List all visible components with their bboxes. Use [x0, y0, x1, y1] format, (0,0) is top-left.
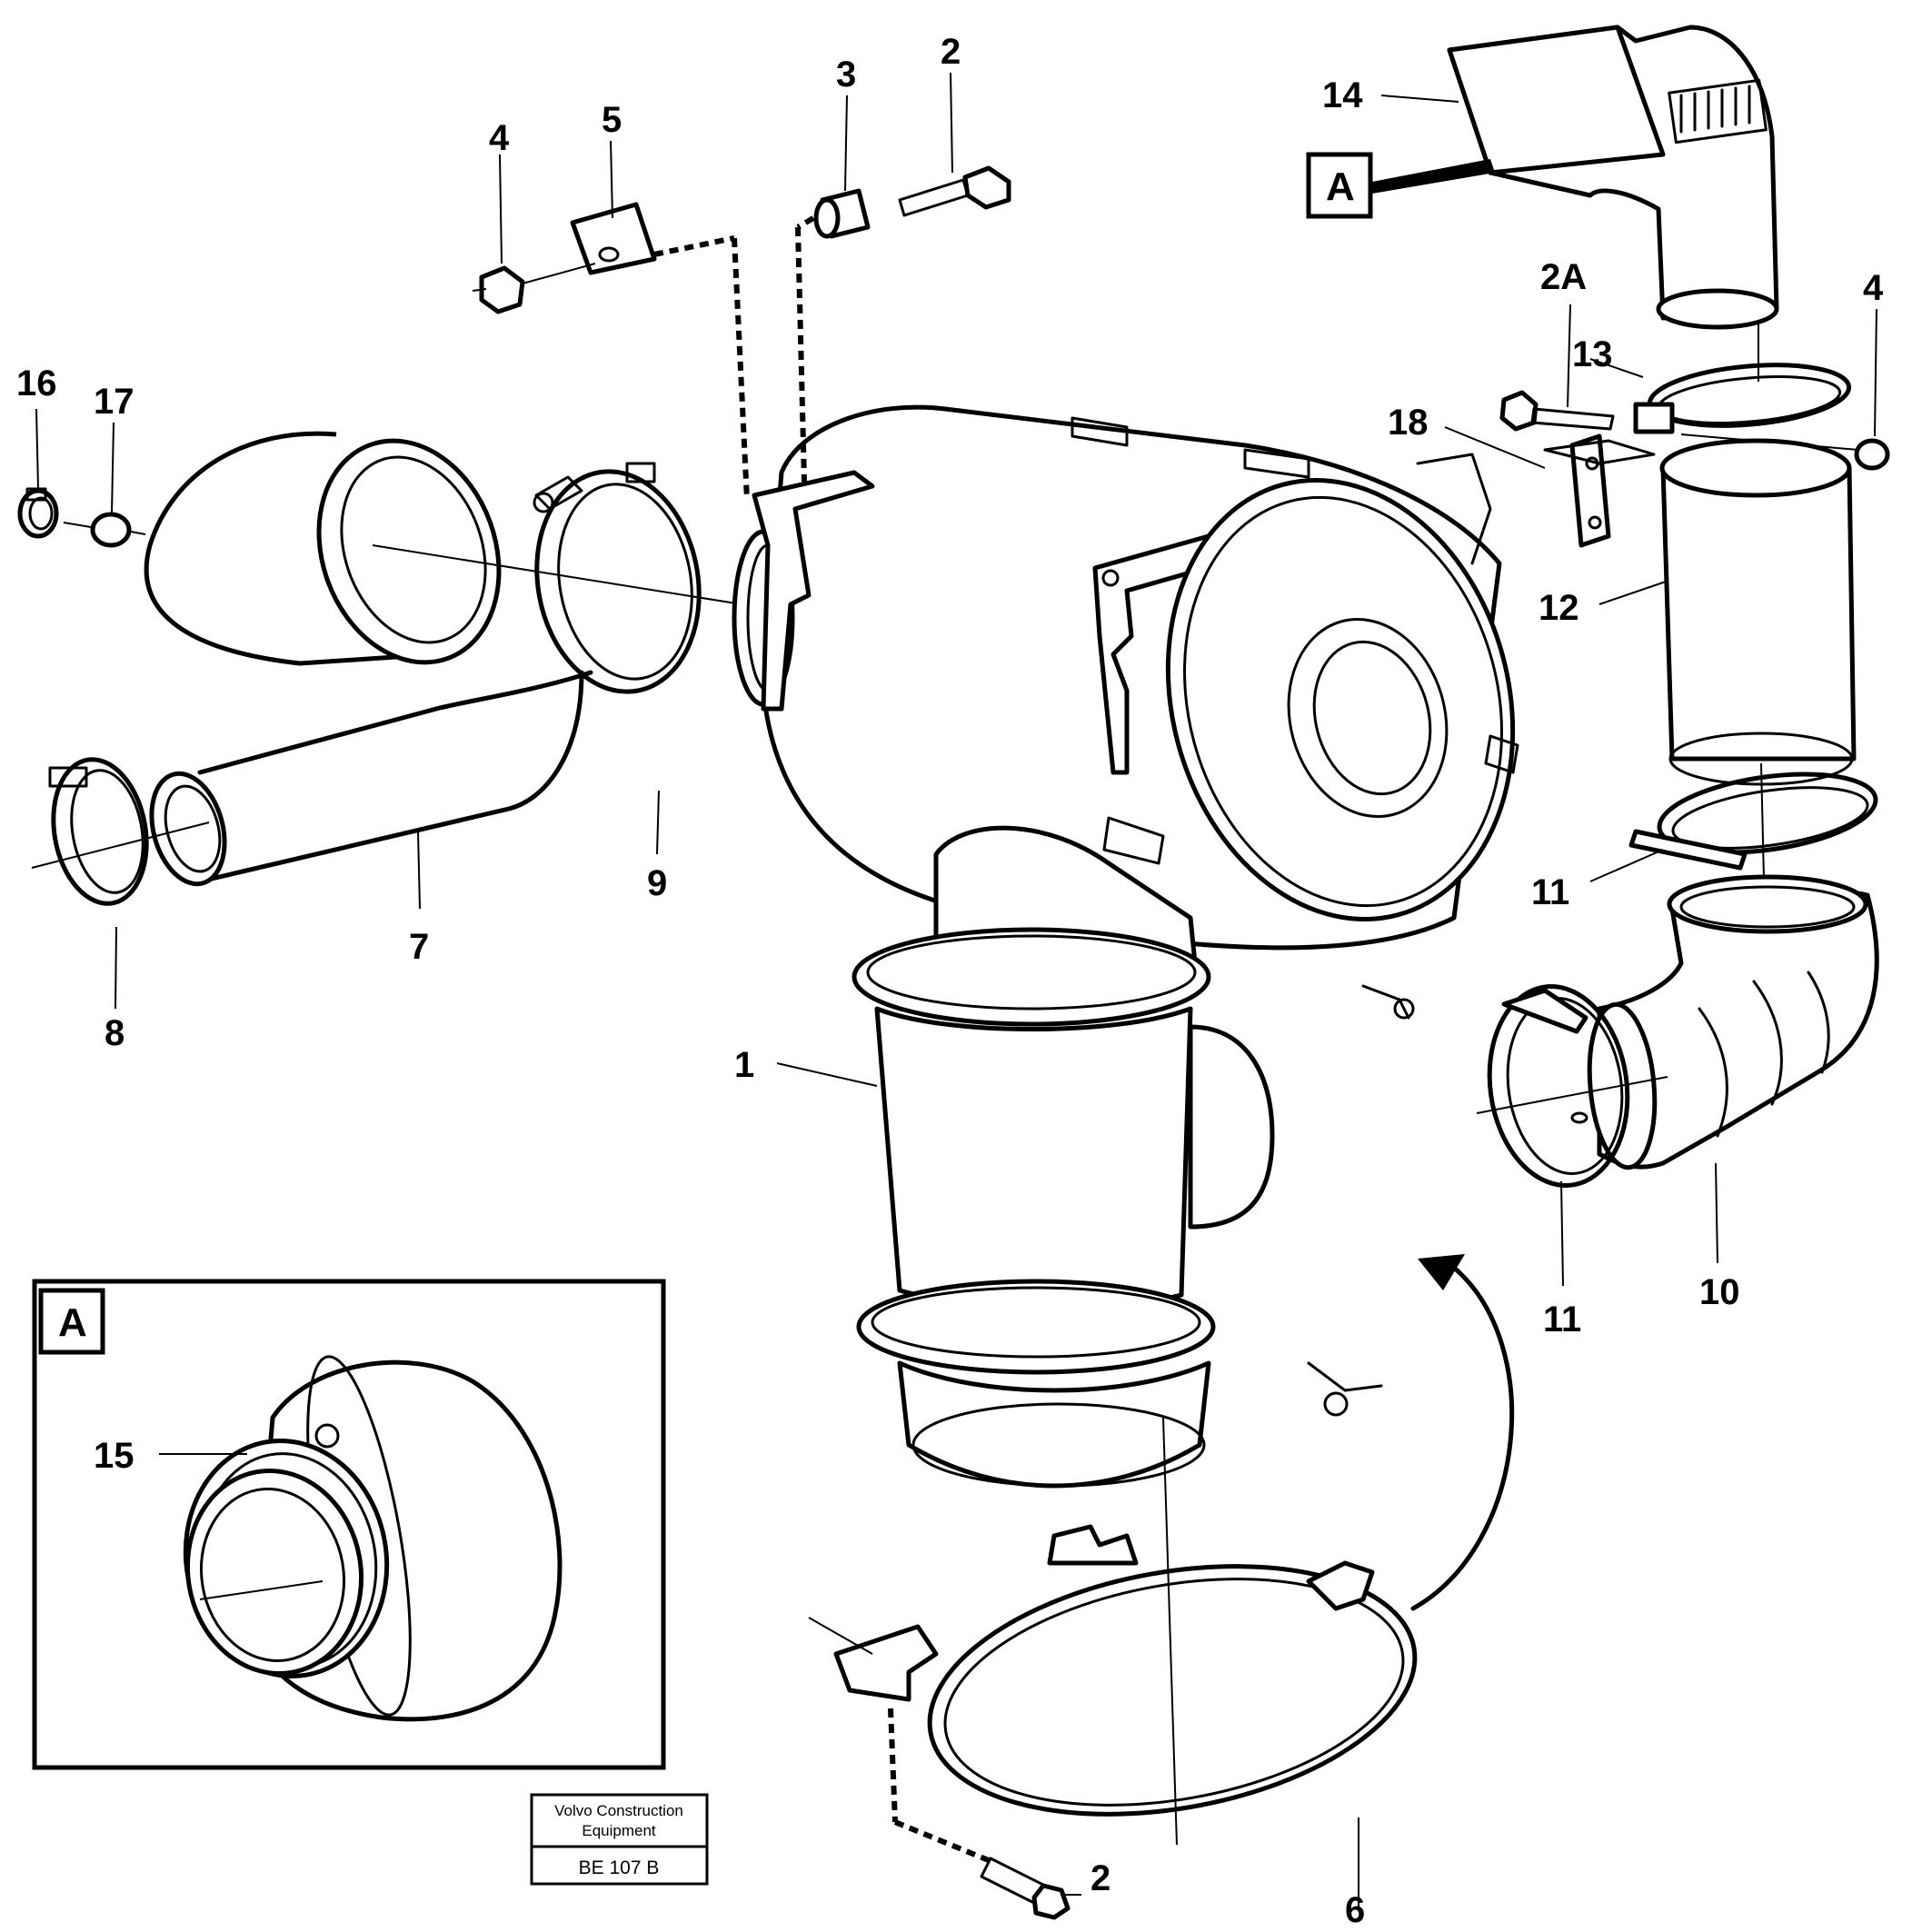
label-14: 14: [1322, 75, 1363, 115]
label-4-right: 4: [1863, 268, 1884, 308]
stamp-company-line1: Volvo Construction: [554, 1802, 683, 1819]
label-12: 12: [1539, 588, 1579, 628]
stamp-company-line2: Equipment: [582, 1822, 656, 1839]
view-a-label-top: A: [1326, 164, 1355, 209]
air-filter-housing-1: [732, 404, 1519, 1489]
elbow-10: [1587, 874, 1879, 1170]
clamp-9: [533, 462, 702, 694]
clamp-11-upper: [1628, 772, 1878, 871]
axis-line-outlet: [1476, 1076, 1668, 1114]
hardware-top: [472, 165, 1011, 501]
pre-cleaner-14: [1447, 25, 1779, 330]
hose-12: [1659, 438, 1857, 786]
label-2-top: 2: [941, 32, 961, 72]
axis-line-inlet: [372, 544, 760, 608]
label-4-left: 4: [489, 118, 510, 158]
pipe-7: [144, 431, 593, 887]
clamp-13: [1633, 363, 1852, 434]
label-11-upper: 11: [1531, 872, 1569, 912]
label-1: 1: [734, 1045, 754, 1085]
bolt-2-bottom: [888, 1708, 1071, 1920]
label-6: 6: [1345, 1890, 1365, 1930]
leader-lines: [35, 72, 1877, 1908]
view-a-marker-top: [1306, 152, 1495, 219]
label-9: 9: [647, 863, 667, 903]
label-10: 10: [1699, 1272, 1740, 1312]
label-2-bottom: 2: [1090, 1858, 1110, 1898]
axis-line-canister: [1162, 1417, 1178, 1846]
drawing-stamp: Volvo Construction Equipment BE 107 B: [530, 1793, 709, 1886]
clamp-11-lower: [1487, 984, 1630, 1188]
parts-16-17: [17, 487, 146, 548]
label-16: 16: [16, 363, 57, 403]
label-8: 8: [105, 1013, 124, 1053]
label-5: 5: [602, 100, 622, 140]
bolt-2a: [1499, 390, 1615, 432]
label-18: 18: [1388, 403, 1429, 443]
stamp-code: BE 107 B: [579, 1857, 660, 1878]
bracket-18: [1543, 433, 1656, 548]
label-2a: 2A: [1540, 257, 1587, 297]
inset-view-a: [32, 1279, 666, 1770]
label-7: 7: [409, 927, 429, 967]
label-3: 3: [836, 55, 856, 95]
label-17: 17: [94, 382, 134, 422]
label-11-lower: 11: [1543, 1300, 1581, 1339]
bracket-6: [808, 1524, 1418, 1817]
part-labels: 16 17 4 5 3 2 14 2A 4 13 18 12 11 11 10 …: [16, 32, 1884, 1930]
label-15: 15: [94, 1436, 134, 1476]
clamp-8: [31, 757, 210, 906]
label-13: 13: [1572, 334, 1613, 374]
view-a-label-inset: A: [58, 1300, 87, 1345]
assembly-arrow: [1410, 1254, 1515, 1611]
